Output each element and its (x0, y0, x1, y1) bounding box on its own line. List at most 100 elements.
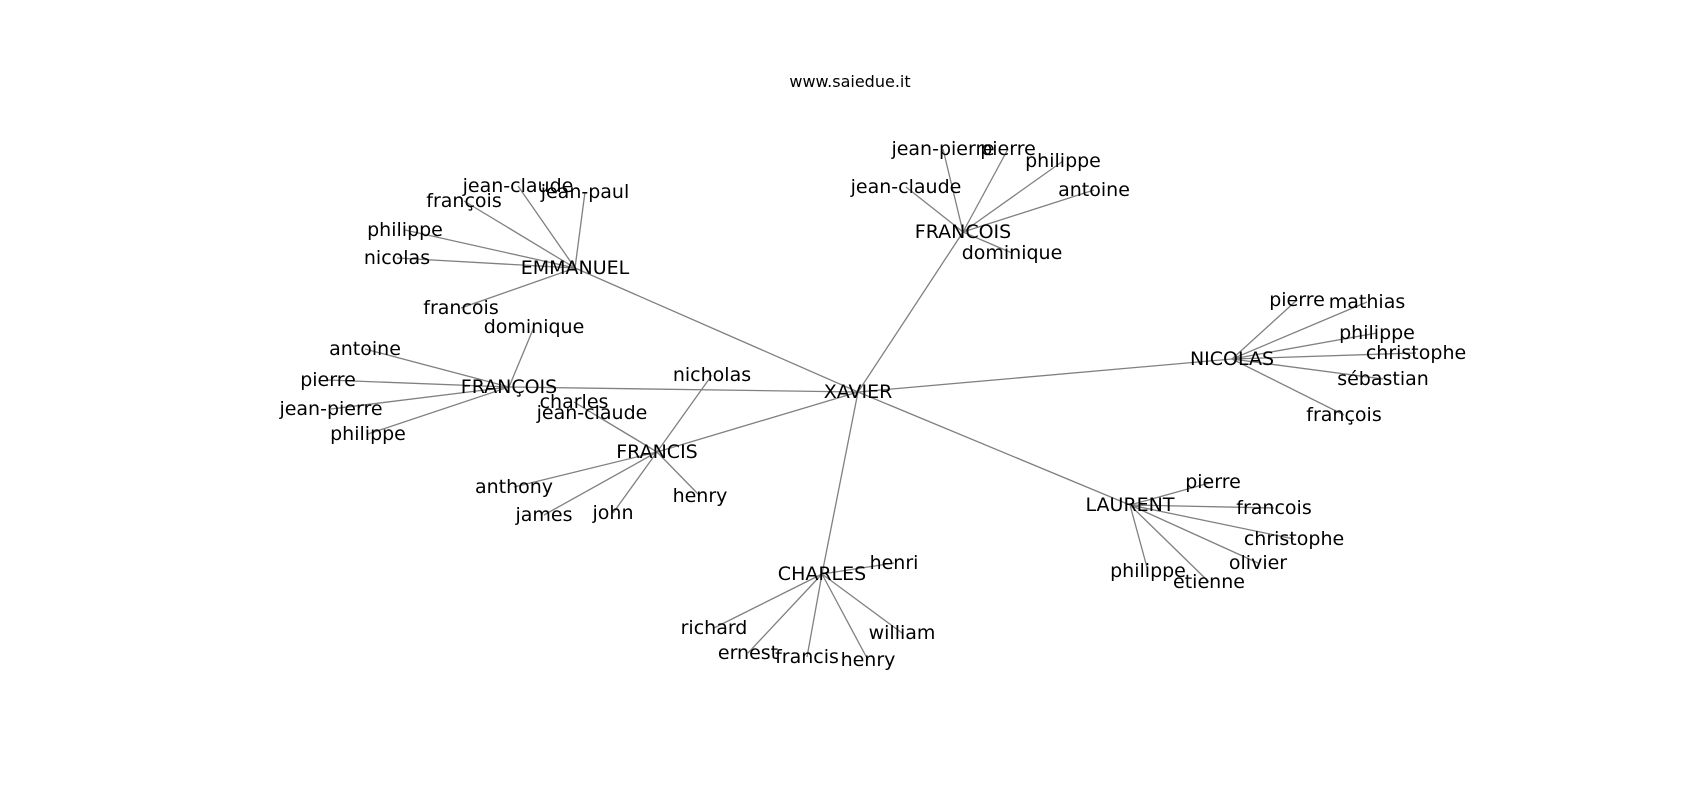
node-leaf-francis-6: henry (673, 485, 728, 507)
edge-nicolas-5 (1231, 358, 1345, 416)
node-leaf-charles-1: richard (681, 617, 748, 639)
node-leaf-charles-5: william (869, 622, 936, 644)
edge-charles-0 (821, 562, 895, 575)
edge-charles-5 (821, 573, 903, 634)
node-leaf-charles-2: ernest (718, 642, 778, 664)
node-hub-francois-upper: FRANCOIS (915, 221, 1011, 243)
node-leaf-francois-upper-3: jean-claude (850, 176, 962, 198)
node-root: XAVIER (824, 381, 893, 403)
edge-root-francois-cedilla (508, 386, 859, 393)
node-leaf-emmanuel-4: nicolas (364, 247, 430, 269)
edge-francois-cedilla-1 (364, 348, 510, 388)
node-leaf-francois-upper-4: antoine (1058, 179, 1130, 201)
edge-root-francis (656, 391, 859, 453)
node-hub-laurent: LAURENT (1086, 494, 1175, 516)
node-leaf-francois-cedilla-2: pierre (300, 369, 356, 391)
node-leaf-nicolas-1: mathias (1329, 291, 1405, 313)
node-leaf-laurent-4: philippe (1110, 560, 1186, 582)
node-hub-nicolas: NICOLAS (1190, 348, 1274, 370)
edge-charles-3 (806, 573, 823, 658)
edge-emmanuel-0 (517, 185, 576, 269)
edge-laurent-0 (1129, 481, 1214, 506)
node-leaf-francois-upper-5: dominique (962, 242, 1063, 264)
node-leaf-francois-upper-2: philippe (1025, 150, 1101, 172)
node-leaf-francois-cedilla-1: antoine (329, 338, 401, 360)
node-leaf-nicolas-3: christophe (1366, 342, 1466, 364)
node-leaf-laurent-0: pierre (1185, 471, 1241, 493)
edge-emmanuel-5 (460, 267, 576, 309)
node-leaf-charles-3: francis (775, 646, 839, 668)
edge-nicolas-2 (1231, 332, 1378, 360)
edge-laurent-2 (1129, 504, 1295, 540)
node-hub-charles: CHARLES (778, 563, 866, 585)
node-leaf-laurent-5: etienne (1173, 571, 1245, 593)
edge-charles-4 (821, 573, 869, 661)
edge-root-nicolas (857, 358, 1233, 393)
edge-nicolas-0 (1231, 299, 1298, 360)
edge-emmanuel-1 (574, 191, 586, 269)
edge-emmanuel-4 (396, 257, 576, 269)
edge-charles-1 (713, 573, 823, 629)
edge-francois-cedilla-3 (330, 386, 510, 410)
node-leaf-francis-3: anthony (475, 476, 553, 498)
edge-francois-upper-3 (905, 186, 964, 233)
edge-nicolas-4 (1231, 358, 1384, 380)
edge-francois-upper-4 (962, 189, 1095, 233)
node-leaf-francis-2: jean-claude (536, 402, 648, 424)
edge-root-francois-upper (857, 231, 964, 393)
edge-laurent-4 (1129, 504, 1149, 572)
node-leaf-francis-0: nicholas (673, 364, 751, 386)
node-leaf-emmanuel-5: francois (423, 297, 498, 319)
node-leaf-nicolas-0: pierre (1269, 289, 1325, 311)
node-leaf-laurent-1: francois (1236, 497, 1311, 519)
edge-root-charles (821, 391, 859, 575)
edge-laurent-5 (1129, 504, 1210, 583)
node-hub-francois-cedilla: FRANÇOIS (461, 376, 557, 398)
edge-francois-cedilla-0 (508, 326, 535, 388)
node-leaf-francois-upper-0: jean-pierre (890, 138, 994, 160)
node-leaf-francois-upper-1: pierre (980, 138, 1036, 160)
node-leaf-francois-cedilla-0: dominique (484, 316, 585, 338)
node-hub-francis: FRANCIS (616, 441, 698, 463)
node-leaf-nicolas-4: sébastian (1337, 368, 1429, 390)
node-leaf-francois-cedilla-4: philippe (330, 423, 406, 445)
node-leaf-francis-4: james (514, 504, 572, 526)
node-leaf-francois-cedilla-3: jean-pierre (278, 398, 382, 420)
edge-emmanuel-3 (404, 229, 576, 269)
edge-francis-5 (612, 451, 658, 514)
edge-francois-upper-1 (962, 148, 1009, 233)
edge-charles-2 (747, 573, 823, 654)
node-leaf-emmanuel-1: jean-paul (540, 181, 630, 203)
node-leaf-laurent-2: christophe (1244, 528, 1344, 550)
labels-layer: XAVIER EMMANUEL jean-claude jean-paul franço… (278, 138, 1466, 671)
node-leaf-emmanuel-3: philippe (367, 219, 443, 241)
node-hub-emmanuel: EMMANUEL (521, 257, 630, 279)
node-leaf-francis-5: john (592, 502, 634, 524)
edge-francois-upper-2 (962, 160, 1064, 233)
edge-francois-upper-0 (942, 148, 964, 233)
edge-nicolas-3 (1231, 352, 1417, 360)
node-leaf-francis-1: charles (540, 391, 609, 413)
node-leaf-nicolas-5: françois (1306, 404, 1381, 426)
edge-francis-6 (656, 451, 701, 497)
edge-francis-2 (591, 412, 658, 453)
edge-francis-0 (656, 374, 713, 453)
edge-nicolas-1 (1231, 301, 1368, 360)
edges-layer (327, 148, 1417, 661)
node-leaf-emmanuel-2: françois (426, 190, 501, 212)
edge-root-emmanuel (574, 267, 859, 393)
edge-francis-4 (543, 451, 658, 516)
edge-emmanuel-2 (463, 200, 576, 269)
edge-laurent-1 (1129, 504, 1275, 509)
node-leaf-nicolas-2: philippe (1339, 322, 1415, 344)
edge-francois-cedilla-4 (367, 386, 510, 435)
edge-francois-upper-5 (962, 231, 1013, 254)
page-title: www.saiedue.it (789, 72, 911, 91)
edge-francis-3 (513, 451, 658, 488)
edge-francois-cedilla-2 (327, 379, 510, 388)
node-leaf-charles-4: henry (841, 649, 896, 671)
node-leaf-laurent-3: olivier (1229, 552, 1287, 574)
node-leaf-charles-0: henri (870, 552, 919, 574)
edge-root-laurent (857, 391, 1131, 506)
